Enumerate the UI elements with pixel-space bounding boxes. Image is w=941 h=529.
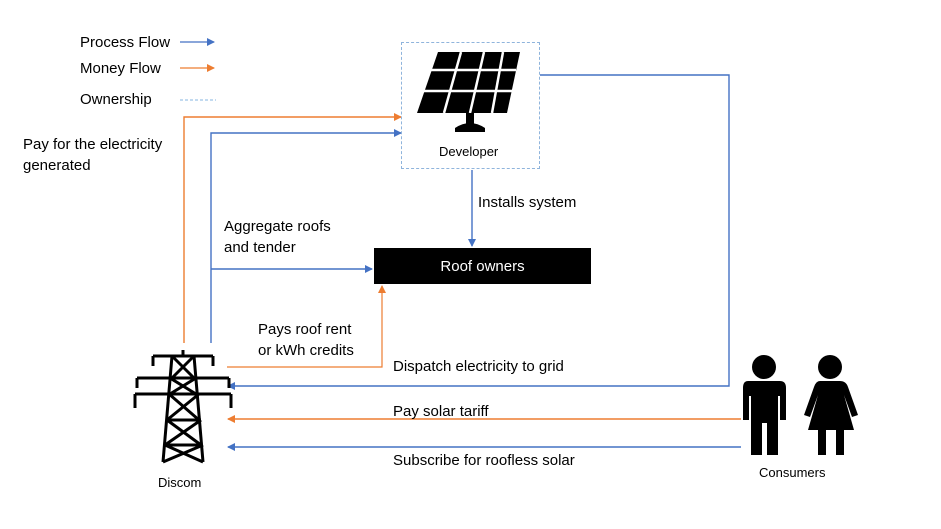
developer-ownership-box <box>401 42 540 169</box>
woman-icon <box>804 355 858 455</box>
transmission-tower-icon <box>133 350 233 464</box>
pay-tariff-label: Pay solar tariff <box>393 403 489 420</box>
solar-panel-icon <box>417 51 520 132</box>
legend-money-label: Money Flow <box>80 60 161 77</box>
developer-label: Developer <box>439 144 499 159</box>
dispatch-arrow <box>227 74 730 390</box>
legend-ownership-label: Ownership <box>80 91 152 108</box>
subscribe-label: Subscribe for roofless solar <box>393 452 575 469</box>
legend-process-label: Process Flow <box>80 34 171 51</box>
roof-owners-label: Roof owners <box>440 257 525 275</box>
dispatch-label: Dispatch electricity to grid <box>393 358 564 375</box>
roof-owners-box: Roof owners <box>374 248 591 284</box>
installs-system-label: Installs system <box>478 194 577 211</box>
discom-to-developer-arrow <box>210 129 402 343</box>
man-icon <box>743 355 786 455</box>
aggregate-roofs-label: Aggregate roofs and tender <box>224 218 331 256</box>
pay-electricity-arrow <box>183 113 402 343</box>
pays-roof-rent-arrow <box>227 285 386 368</box>
pays-roof-rent-label: Pays roof rent or kWh credits <box>258 321 354 359</box>
pay-electricity-label: Pay for the electricity generated <box>23 136 163 174</box>
consumers-label: Consumers <box>759 465 826 480</box>
discom-label: Discom <box>158 475 202 490</box>
